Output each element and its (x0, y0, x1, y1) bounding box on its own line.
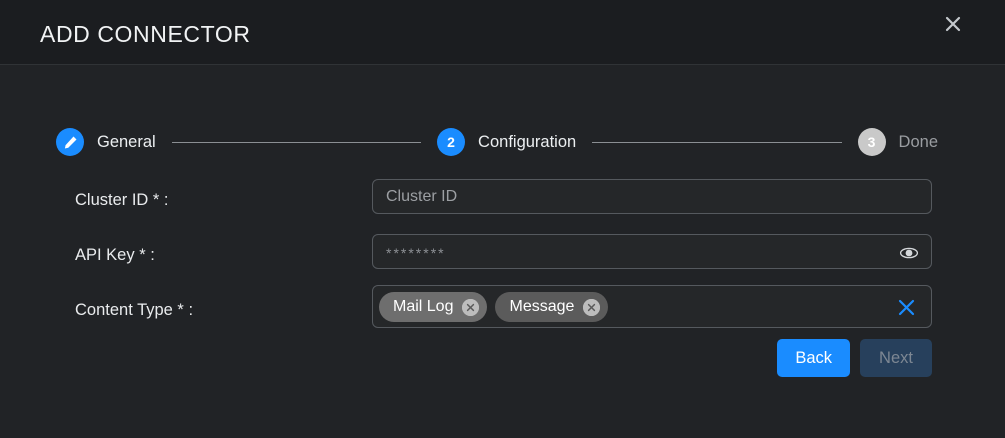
dialog-actions: Back Next (372, 339, 932, 377)
cluster-id-label: Cluster ID * : (75, 191, 169, 209)
tag-message[interactable]: Message (495, 292, 609, 322)
step-connector-1 (171, 141, 422, 143)
circle-x-icon[interactable] (462, 298, 480, 316)
step-configuration-label: Configuration (478, 132, 577, 151)
form-row-api-key: API Key * : ******** (0, 234, 1005, 280)
dialog-body: General 2 Configuration 3 Done Cluster I… (0, 65, 1005, 438)
api-key-label: API Key * : (75, 246, 155, 264)
pencil-icon (56, 128, 84, 156)
tag-mail-log-label: Mail Log (393, 298, 454, 315)
dialog-header: ADD CONNECTOR (0, 0, 1005, 65)
circle-x-icon[interactable] (583, 298, 601, 316)
back-button[interactable]: Back (777, 339, 850, 377)
step-done[interactable]: 3 Done (857, 128, 938, 156)
step-connector-2 (592, 141, 842, 143)
form-row-content-type: Content Type * : Mail Log (0, 285, 1005, 335)
tag-mail-log[interactable]: Mail Log (379, 292, 488, 322)
api-key-input[interactable]: ******** (372, 234, 932, 269)
content-type-multiselect[interactable]: Mail Log Message (372, 285, 932, 328)
step-configuration-marker: 2 (437, 128, 466, 156)
tag-message-label: Message (509, 298, 575, 315)
cluster-id-placeholder: Cluster ID (386, 188, 458, 205)
page-title: ADD CONNECTOR (40, 21, 251, 47)
stepper: General 2 Configuration 3 Done (56, 128, 938, 156)
configuration-form: Cluster ID * : Cluster ID API Key * : **… (0, 179, 1005, 344)
api-key-value: ******** (386, 245, 446, 261)
close-icon[interactable] (939, 10, 967, 38)
step-configuration[interactable]: 2 Configuration (437, 128, 576, 156)
content-type-label: Content Type * : (75, 301, 194, 319)
step-general-label: General (97, 132, 156, 151)
step-general[interactable]: General (56, 128, 156, 156)
step-done-marker: 3 (857, 128, 886, 156)
step-done-label: Done (898, 132, 938, 151)
next-button[interactable]: Next (860, 339, 932, 377)
eye-icon[interactable] (899, 243, 919, 263)
clear-x-icon[interactable] (896, 297, 917, 318)
content-type-tag-list: Mail Log Message (379, 292, 609, 322)
cluster-id-input[interactable]: Cluster ID (372, 179, 932, 214)
form-row-cluster-id: Cluster ID * : Cluster ID (0, 179, 1005, 225)
